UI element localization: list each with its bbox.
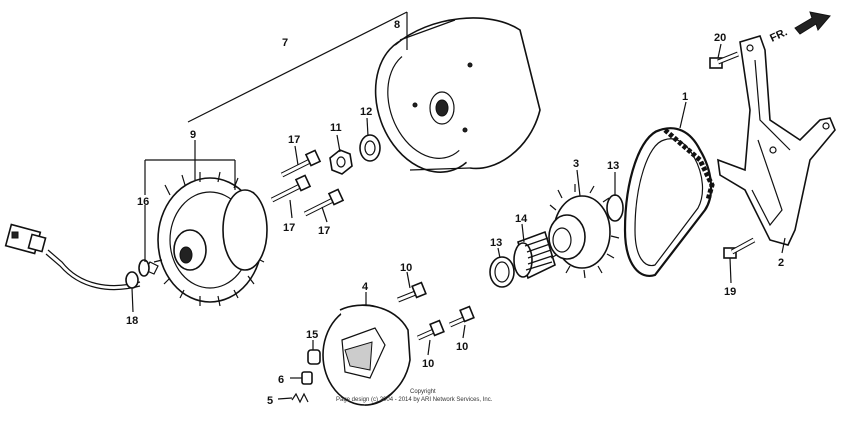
- part-label-17b: 17: [283, 222, 295, 234]
- part-label-17a: 17: [288, 134, 300, 146]
- front-direction-label: FR.: [768, 26, 789, 44]
- part-label-10c: 10: [456, 341, 468, 353]
- starter-chain-1: [623, 127, 715, 278]
- part-label-10b: 10: [422, 358, 434, 370]
- part-label-15: 15: [306, 329, 318, 341]
- part-label-11: 11: [330, 122, 342, 134]
- part-label-16: 16: [137, 196, 149, 208]
- starter-clutch-4: [322, 304, 411, 406]
- front-direction-arrow: FR.: [768, 11, 831, 45]
- part-number-labels: 1 2 3 4 5 6 7 8 9 10 10 10 11 12 13 13 1…: [126, 19, 784, 407]
- washer-13a: [489, 256, 515, 288]
- part-label-8: 8: [394, 19, 400, 31]
- copyright-line-2: Page design (c) 2004 - 2014 by ARI Netwo…: [336, 397, 493, 403]
- part-label-5: 5: [267, 395, 273, 407]
- needle-bearing-14: [513, 230, 556, 280]
- part-label-6: 6: [278, 374, 284, 386]
- stator-bolt-17a: [280, 149, 322, 178]
- plunger-6: [301, 371, 313, 385]
- washer-12: [359, 134, 381, 162]
- part-label-13b: 13: [607, 160, 619, 172]
- part-label-20: 20: [714, 32, 726, 44]
- part-label-19: 19: [724, 286, 736, 298]
- part-label-13a: 13: [490, 237, 502, 249]
- stator-assembly: [144, 171, 268, 307]
- part-label-10a: 10: [400, 262, 412, 274]
- wire-clip-18: [125, 271, 139, 289]
- stator-bolt-17c: [303, 188, 345, 217]
- nut-11: [329, 149, 353, 175]
- roller-15: [307, 349, 321, 365]
- copyright-line-1: Copyright: [410, 389, 436, 395]
- flywheel-rotor: [374, 17, 541, 173]
- part-label-12: 12: [360, 106, 372, 118]
- part-label-4: 4: [362, 281, 369, 293]
- starter-sprocket-3: [548, 184, 620, 279]
- guide-bolt-19: [723, 237, 756, 259]
- clutch-bolt-10a: [397, 281, 427, 303]
- part-label-3: 3: [573, 158, 579, 170]
- part-label-1: 1: [682, 91, 688, 103]
- leader-lines: [131, 11, 786, 400]
- stator-wire-harness: [4, 223, 141, 291]
- part-label-14: 14: [515, 213, 528, 225]
- part-label-2: 2: [778, 257, 784, 269]
- chain-guide-2: [717, 35, 836, 246]
- part-label-18: 18: [126, 315, 138, 327]
- part-label-9: 9: [190, 129, 196, 141]
- clutch-bolt-10b: [416, 319, 445, 341]
- grommet-16: [138, 259, 150, 277]
- stator-bolt-17b: [270, 174, 312, 203]
- clutch-bolt-10c: [448, 305, 475, 328]
- part-label-7: 7: [282, 37, 288, 49]
- washer-13b: [606, 194, 624, 222]
- guide-bolt-20: [709, 51, 739, 69]
- part-label-17c: 17: [318, 225, 330, 237]
- spring-5: [291, 392, 309, 404]
